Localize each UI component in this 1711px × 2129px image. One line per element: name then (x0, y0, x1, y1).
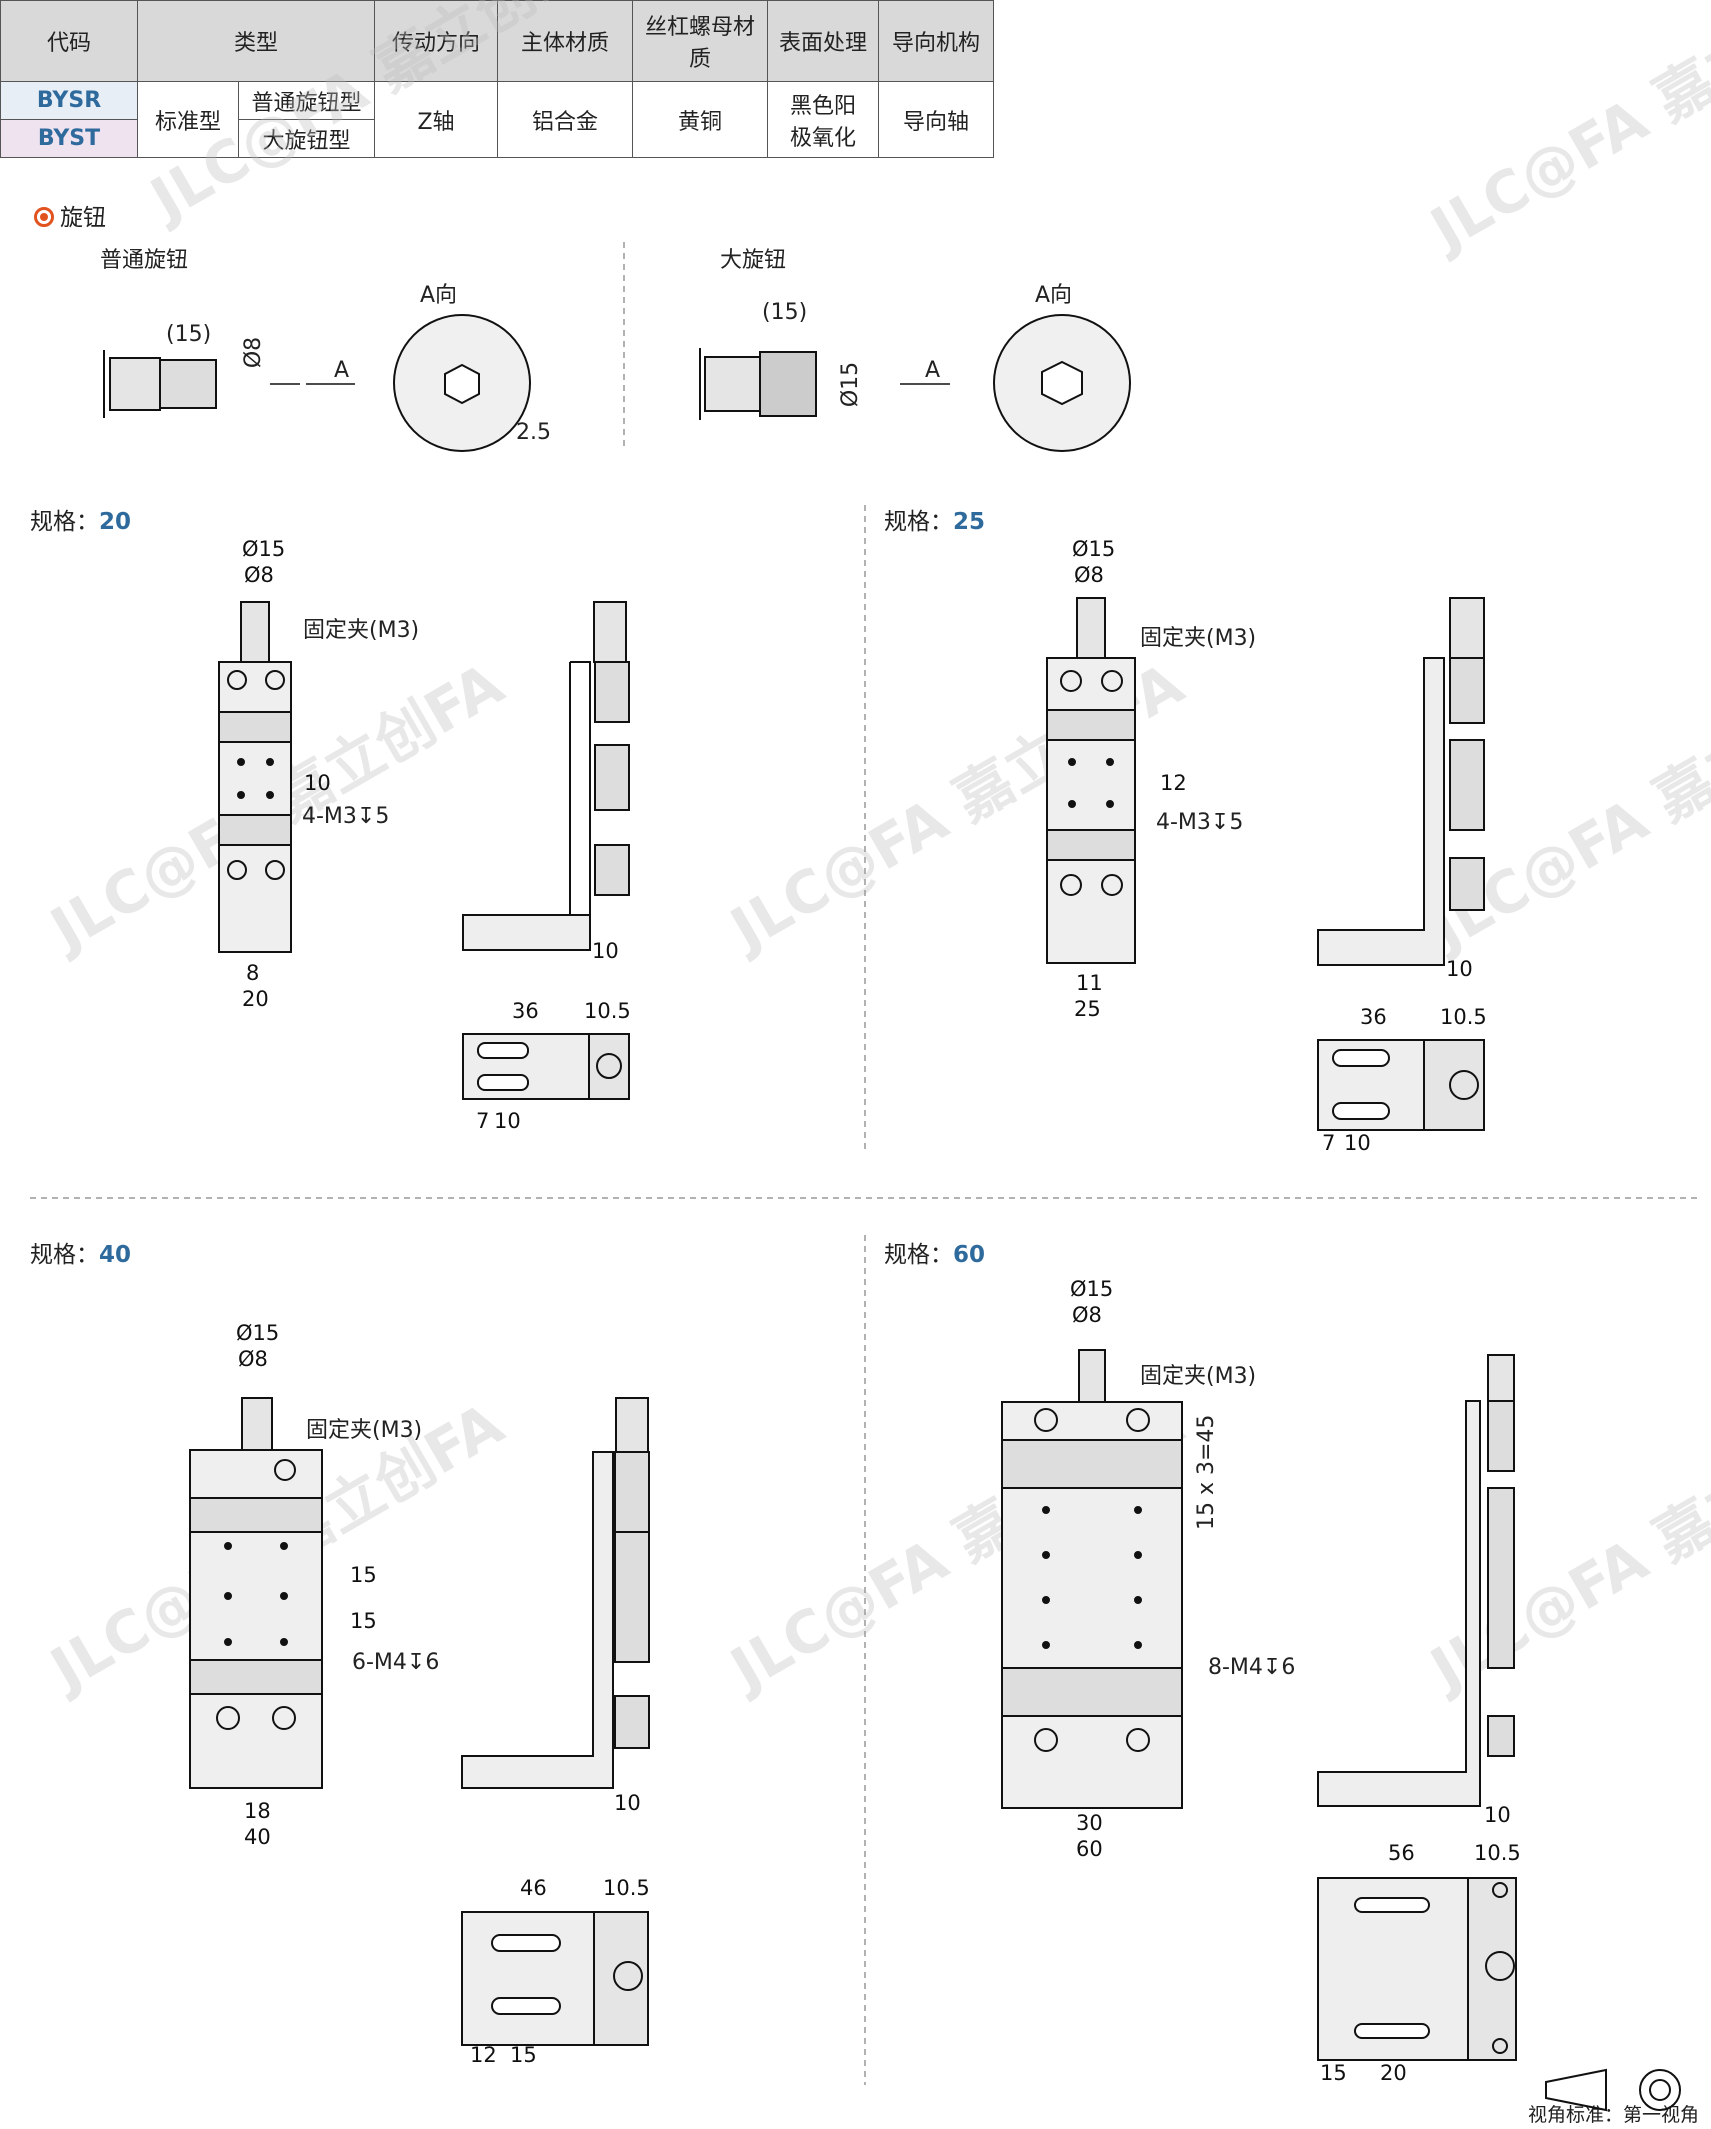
svg-text:10: 10 (304, 771, 331, 795)
svg-text:60: 60 (1076, 1837, 1103, 1861)
svg-text:Ø8: Ø8 (1072, 1303, 1102, 1327)
large-knob-drawing (699, 314, 1131, 452)
arrow-label: A (925, 358, 941, 383)
svg-text:12: 12 (1160, 771, 1187, 795)
code-cell: BYST (0, 119, 138, 158)
normal-knob-drawing (103, 314, 531, 452)
svg-text:10: 10 (1344, 1131, 1371, 1155)
svg-text:46: 46 (520, 1876, 547, 1900)
drawing-20-front (218, 601, 292, 953)
svg-text:Ø15: Ø15 (1070, 1277, 1113, 1301)
svg-text:15: 15 (1320, 2061, 1347, 2085)
svg-text:7: 7 (476, 1109, 489, 1133)
spec-label-20: 规格：20 (30, 509, 132, 535)
svg-text:10.5: 10.5 (1474, 1841, 1521, 1865)
drawing-60-front (1001, 1349, 1183, 1809)
body-cell: 铝合金 (497, 81, 633, 158)
svg-text:10: 10 (1484, 1803, 1511, 1827)
svg-text:Ø8: Ø8 (244, 563, 274, 587)
view-a-label: A向 (420, 283, 458, 308)
knob-section-title: 旋钮 (34, 198, 106, 232)
svg-text:8: 8 (246, 961, 259, 985)
svg-text:10: 10 (1446, 957, 1473, 981)
drawing-25-side (1317, 597, 1485, 966)
drawing-40-side (461, 1397, 650, 1789)
spec-label-40: 规格：40 (30, 1242, 132, 1268)
dim-len: (15) (762, 300, 808, 325)
svg-text:56: 56 (1388, 1841, 1415, 1865)
svg-text:10: 10 (592, 939, 619, 963)
th-nut: 丝杠螺母材质 (632, 0, 768, 82)
svg-text:30: 30 (1076, 1811, 1103, 1835)
holes-label: 4-M3↧5 (302, 804, 390, 829)
svg-text:10.5: 10.5 (1440, 1005, 1487, 1029)
spec-label-25: 规格：25 (884, 509, 986, 535)
drawing-20-top (462, 1033, 630, 1100)
spec-label-60: 规格：60 (884, 1242, 986, 1268)
svg-text:36: 36 (512, 999, 539, 1023)
drawing-20-side (462, 601, 630, 951)
dim-len: (15) (166, 322, 212, 347)
svg-text:15: 15 (350, 1609, 377, 1633)
drawing-60-top (1317, 1877, 1517, 2061)
svg-text:Ø15: Ø15 (242, 537, 285, 561)
holes-label: 4-M3↧5 (1156, 810, 1244, 835)
drawing-40-top (461, 1911, 649, 2046)
holes-label: 6-M4↧6 (352, 1650, 440, 1675)
holes-label: 8-M4↧6 (1208, 1655, 1296, 1680)
th-guide: 导向机构 (878, 0, 994, 82)
th-code: 代码 (0, 0, 138, 82)
svg-text:11: 11 (1076, 971, 1103, 995)
svg-text:25: 25 (1074, 997, 1101, 1021)
guide-cell: 导向轴 (878, 81, 994, 158)
svg-text:15: 15 (350, 1563, 377, 1587)
type-group-cell: 标准型 (137, 81, 239, 158)
spec-table: 代码 类型 传动方向 主体材质 丝杠螺母材质 表面处理 导向机构 BYSR 标准… (0, 0, 994, 158)
view-a-label: A向 (1035, 283, 1073, 308)
th-type: 类型 (137, 0, 375, 82)
nut-cell: 黄铜 (632, 81, 768, 158)
svg-text:20: 20 (242, 987, 269, 1011)
arrow-label: A (334, 358, 350, 383)
clamp-label: 固定夹(M3) (1140, 626, 1257, 651)
svg-text:15: 15 (510, 2043, 537, 2067)
svg-text:36: 36 (1360, 1005, 1387, 1029)
svg-text:Ø15: Ø15 (1072, 537, 1115, 561)
normal-knob-label: 普通旋钮 (100, 248, 189, 273)
dim-hex-small: 2.5 (516, 420, 551, 445)
drawing-40-front (189, 1397, 323, 1789)
drawing-25-front (1046, 597, 1136, 964)
svg-text:20: 20 (1380, 2061, 1407, 2085)
large-knob-label: 大旋钮 (720, 248, 787, 273)
svg-text:40: 40 (244, 1825, 271, 1849)
svg-text:10: 10 (494, 1109, 521, 1133)
clamp-label: 固定夹(M3) (303, 618, 420, 643)
svg-text:12: 12 (470, 2043, 497, 2067)
subtype-cell: 普通旋钮型 (238, 81, 375, 120)
table-row: BYSR 标准型 普通旋钮型 Z轴 铝合金 黄铜 黑色阳极氧化 导向轴 (0, 81, 994, 158)
drawing-25-top (1317, 1039, 1485, 1131)
bullet-icon (34, 207, 54, 227)
svg-text:18: 18 (244, 1799, 271, 1823)
th-surface: 表面处理 (767, 0, 879, 82)
svg-text:10.5: 10.5 (584, 999, 631, 1023)
svg-text:7: 7 (1322, 1131, 1335, 1155)
th-body: 主体材质 (497, 0, 633, 82)
table-row: BYST 大旋钮型 (0, 119, 994, 158)
svg-text:10: 10 (614, 1791, 641, 1815)
table-header-row: 代码 类型 传动方向 主体材质 丝杠螺母材质 表面处理 导向机构 (0, 0, 994, 82)
direction-cell: Z轴 (374, 81, 498, 158)
code-cell: BYSR (0, 81, 138, 120)
svg-text:Ø8: Ø8 (238, 1347, 268, 1371)
svg-text:Ø15: Ø15 (236, 1321, 279, 1345)
surface-cell: 黑色阳极氧化 (767, 81, 879, 158)
drawing-60-side (1317, 1354, 1515, 1807)
svg-text:10.5: 10.5 (603, 1876, 650, 1900)
clamp-label: 固定夹(M3) (1140, 1364, 1257, 1389)
svg-text:Ø8: Ø8 (1074, 563, 1104, 587)
subtype-cell: 大旋钮型 (238, 119, 375, 158)
projection-symbol-icon (1545, 2068, 1681, 2112)
clamp-label: 固定夹(M3) (306, 1418, 423, 1443)
